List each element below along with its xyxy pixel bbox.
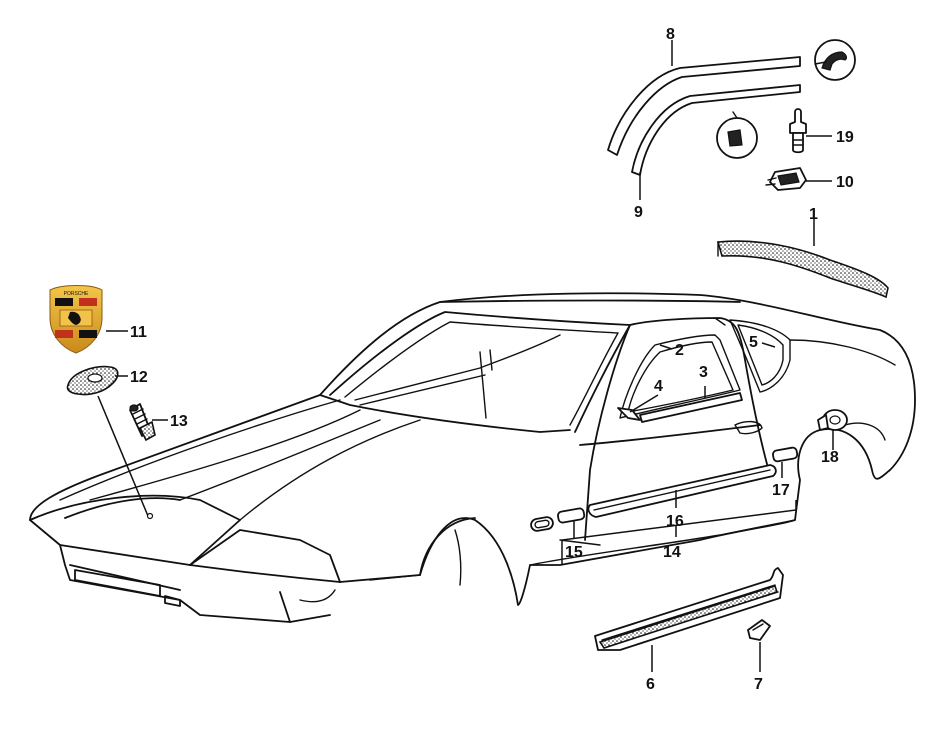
trim-strip-17 bbox=[772, 446, 799, 463]
callout-17: 17 bbox=[772, 482, 790, 499]
rivet-19 bbox=[789, 108, 807, 154]
callout-14: 14 bbox=[663, 544, 681, 561]
clip-7 bbox=[747, 619, 771, 641]
callout-8: 8 bbox=[666, 26, 675, 43]
callout-13: 13 bbox=[170, 413, 188, 430]
callout-12: 12 bbox=[130, 369, 148, 386]
trim-strip-15 bbox=[557, 507, 586, 524]
callout-9: 9 bbox=[634, 204, 643, 221]
leader-lines bbox=[97, 40, 834, 672]
callout-5: 5 bbox=[749, 334, 758, 351]
seal-9 bbox=[631, 84, 801, 176]
callout-10: 10 bbox=[836, 174, 854, 191]
car-body bbox=[29, 292, 916, 623]
grommet-18 bbox=[817, 409, 848, 431]
callout-labels: 1 2 3 4 5 6 7 8 9 10 11 12 13 14 15 16 1… bbox=[130, 26, 854, 693]
clip-10 bbox=[765, 167, 807, 191]
roof-seal-8 bbox=[607, 56, 801, 156]
window-seal-4 bbox=[617, 407, 641, 421]
callout-6: 6 bbox=[646, 676, 655, 693]
clip-13 bbox=[129, 403, 156, 442]
trim-strip-16 bbox=[587, 464, 777, 518]
callout-4: 4 bbox=[654, 378, 663, 395]
svg-text:PORSCHE: PORSCHE bbox=[64, 291, 89, 297]
callout-15: 15 bbox=[565, 544, 583, 561]
callout-16: 16 bbox=[666, 513, 684, 530]
callout-18: 18 bbox=[821, 449, 839, 466]
porsche-crest-icon: PORSCHE bbox=[49, 285, 103, 354]
callout-2: 2 bbox=[675, 342, 684, 359]
callout-1: 1 bbox=[809, 206, 818, 223]
callout-3: 3 bbox=[699, 364, 708, 381]
seal-1 bbox=[716, 240, 889, 299]
callout-7: 7 bbox=[754, 676, 763, 693]
callout-19: 19 bbox=[836, 129, 854, 146]
callout-11: 11 bbox=[130, 324, 147, 341]
side-marker-light bbox=[530, 516, 554, 532]
window-seal-3 bbox=[639, 392, 743, 423]
